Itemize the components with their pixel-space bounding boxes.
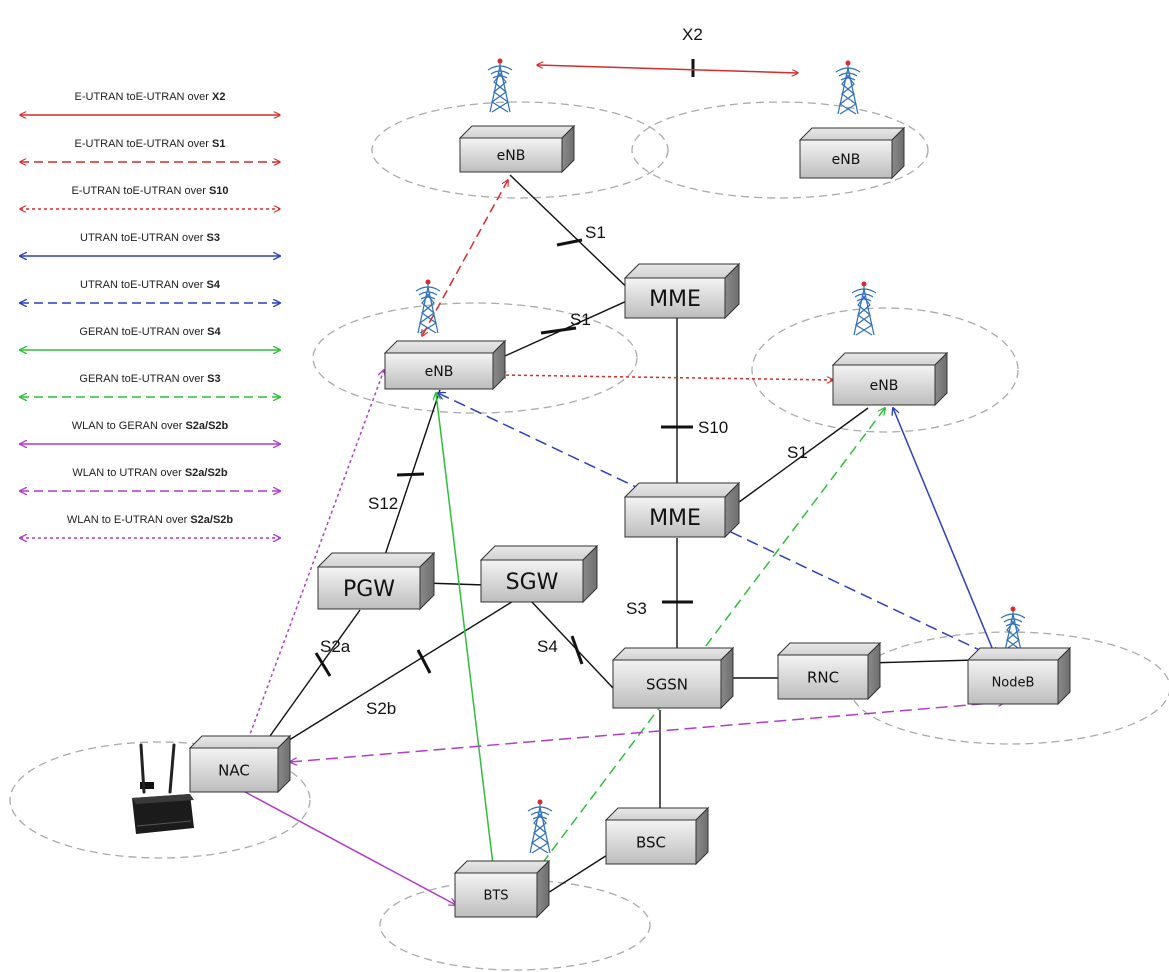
s4-geran-arrow <box>436 393 494 873</box>
enb-box-mid-right: eNB <box>831 351 949 407</box>
handover-arrows <box>232 65 1005 905</box>
cell-enb-top-right <box>631 101 929 199</box>
mme-box-top-label: MME <box>649 287 701 312</box>
cell-enb-mid-left <box>312 302 638 414</box>
enb-box-top-left: eNB <box>458 124 576 174</box>
legend-item-label: WLAN to E-UTRAN over S2a/S2b <box>67 514 234 526</box>
nac-box: NAC <box>188 734 292 794</box>
s3-utran-arrow <box>893 408 995 655</box>
legend-item-label: UTRAN toE-UTRAN over S3 <box>80 232 220 244</box>
legend-item-label: UTRAN toE-UTRAN over S4 <box>80 279 221 291</box>
legend-item: E-UTRAN toE-UTRAN over S1 <box>20 138 280 162</box>
legend-item-label: GERAN toE-UTRAN over S4 <box>79 326 221 338</box>
legend-item: GERAN toE-UTRAN over S3 <box>20 373 280 397</box>
tower-icon <box>527 798 553 854</box>
legend-item: WLAN to UTRAN over S2a/S2b <box>20 467 280 491</box>
network-nodes: eNB eNB eNB eNB MME MME PGW SGW SGSN RNC NodeB NAC B… <box>188 124 1072 919</box>
wifi-router-icon <box>132 743 194 834</box>
tower-icon <box>835 59 861 115</box>
legend-item-label: E-UTRAN toE-UTRAN over X2 <box>75 91 226 103</box>
label-s10: S10 <box>698 418 728 437</box>
nodeb-box-label: NodeB <box>992 676 1035 691</box>
enb-box-mid-left-label: eNB <box>425 364 454 380</box>
sgsn-box-label: SGSN <box>646 675 688 693</box>
legend: E-UTRAN toE-UTRAN over X2 E-UTRAN toE-UTR… <box>20 91 280 538</box>
mme-box-top: MME <box>623 262 741 320</box>
cell-bts <box>379 879 651 971</box>
antenna-towers <box>415 57 1026 854</box>
sgsn-box: SGSN <box>611 646 735 710</box>
s1-handover-arrow <box>422 180 508 336</box>
bsc-box: BSC <box>604 806 710 866</box>
cell-enb-top-left <box>371 101 669 199</box>
mme-box-bottom: MME <box>623 481 741 539</box>
enb-box-top-right-label: eNB <box>832 152 861 168</box>
label-s12: S12 <box>368 494 398 513</box>
legend-item-label: WLAN to UTRAN over S2a/S2b <box>72 467 228 479</box>
label-x2: X2 <box>682 25 703 44</box>
label-s1-mid: S1 <box>570 310 591 329</box>
enb-box-top-right: eNB <box>798 126 906 180</box>
s10-handover-arrow <box>500 375 833 380</box>
legend-item: GERAN toE-UTRAN over S4 <box>20 326 280 350</box>
legend-item: WLAN to GERAN over S2a/S2b <box>20 420 280 444</box>
legend-item: UTRAN toE-UTRAN over S4 <box>20 279 280 303</box>
wlan-geran-arrow <box>232 785 456 905</box>
enb-box-top-left-label: eNB <box>497 148 526 164</box>
legend-item: E-UTRAN toE-UTRAN over S10 <box>20 185 280 209</box>
label-s4: S4 <box>537 637 558 656</box>
nodeb-box: NodeB <box>966 646 1072 706</box>
wlan-eutran-arrow <box>245 370 384 748</box>
pgw-box-label: PGW <box>343 577 395 602</box>
sgw-box-label: SGW <box>506 570 559 595</box>
rnc-box-label: RNC <box>807 668 839 686</box>
label-s1-right: S1 <box>787 443 808 462</box>
sgw-box: SGW <box>479 544 599 604</box>
mme-box-bottom-label: MME <box>649 506 701 531</box>
label-s2b: S2b <box>366 699 396 718</box>
label-s1-top: S1 <box>585 223 606 242</box>
label-s2a: S2a <box>320 637 351 656</box>
pgw-box: PGW <box>316 551 436 611</box>
bsc-box-label: BSC <box>636 833 666 851</box>
legend-item: UTRAN toE-UTRAN over S3 <box>20 232 280 256</box>
legend-item-label: E-UTRAN toE-UTRAN over S10 <box>71 185 228 197</box>
s3-geran-arrow <box>535 408 885 873</box>
enb-box-mid-right-label: eNB <box>870 378 899 394</box>
legend-item: WLAN to E-UTRAN over S2a/S2b <box>20 514 280 538</box>
interface-labels: X2 S1 S1 S10 S1 S12 S3 S4 S2a S2b <box>320 25 808 718</box>
legend-item: E-UTRAN toE-UTRAN over X2 <box>20 91 280 115</box>
wlan-utran-arrow <box>290 702 1005 762</box>
legend-item-label: WLAN to GERAN over S2a/S2b <box>72 420 229 432</box>
legend-item-label: GERAN toE-UTRAN over S3 <box>79 373 220 385</box>
enb-box-mid-left: eNB <box>383 339 507 391</box>
rnc-box: RNC <box>776 641 882 701</box>
bts-box-label: BTS <box>483 889 508 904</box>
tower-icon <box>487 57 513 113</box>
x2-arrow <box>537 65 798 73</box>
legend-item-label: E-UTRAN toE-UTRAN over S1 <box>75 138 226 150</box>
label-s3: S3 <box>626 599 647 618</box>
bts-box: BTS <box>453 859 551 919</box>
wired-links <box>259 174 976 899</box>
nac-box-label: NAC <box>218 761 250 779</box>
